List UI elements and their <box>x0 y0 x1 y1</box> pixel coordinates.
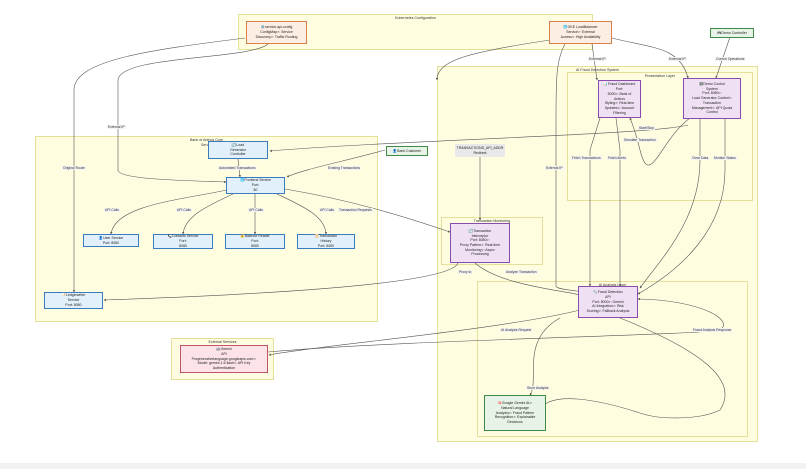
edge-label-ai-analysis-request: AI Analysis Request <box>500 328 533 333</box>
cluster-transaction-monitoring-title: Transaction Monitoring <box>473 219 511 223</box>
edge-fraud-gemini <box>268 309 581 356</box>
node-ledgerwriter: 📝Ledgerwriter Service Port: 8080 <box>44 292 103 309</box>
node-gemini-api: 🤖Gemini API Progenerativelanguage.google… <box>180 345 268 373</box>
node-frontend-service: 🌐Frontend Service Port: 80 <box>226 177 285 194</box>
edge-lb-democontrol <box>611 37 689 79</box>
edge-simulate <box>629 117 691 166</box>
edge-frontend-history <box>274 192 328 235</box>
edge-label-external-ip: External IP <box>668 57 687 62</box>
edge-label-external-ip: External IP <box>588 57 607 62</box>
bottom-strip <box>0 463 806 469</box>
edge-label-fetch-alerts: Fetch Alerts <box>607 156 627 161</box>
node-bank-customer: 👤Bank Customer <box>386 146 428 156</box>
edge-label-proxy-to: Proxy to <box>458 270 473 275</box>
cluster-presentation-title: Presentation Layer <box>644 74 676 78</box>
node-fraud-dashboard: 📊Fraud Dashboard Port: 5000>: Bank of An… <box>598 80 641 118</box>
edge-frontend-contacts <box>182 192 236 235</box>
edge-label-transaction-requests: Transaction Requests <box>338 208 373 213</box>
node-load-generator: 🔄Load Generator Controller <box>208 141 268 159</box>
node-transaction-interceptor-label: 🔄Transaction Interceptor Port: 8080>: Pr… <box>459 228 501 257</box>
node-google-gemini-ai: 🧠Google Gemini AI>: Natural Language Ana… <box>484 395 546 431</box>
edge-label-original-route: Original Route <box>62 166 86 171</box>
node-contacts-service: 📞Contacts Service Port: 8080 <box>153 234 213 249</box>
edge-frontend-user <box>110 189 228 235</box>
cluster-ai-analysis-title: AI Analysis Layer <box>598 283 627 287</box>
node-ledgerwriter-label: 📝Ledgerwriter Service Port: 8080 <box>61 293 86 307</box>
edge-label-clear-data: Clear Data <box>691 156 710 161</box>
edge-config-ledger <box>72 37 246 293</box>
edge-gemini-fraud <box>267 297 724 353</box>
edge-label-api-calls: API Calls <box>248 208 264 213</box>
node-gemini-api-label: 🤖Gemini API Progenerativelanguage.google… <box>191 347 257 371</box>
edge-label-external-ip: External IP <box>545 166 564 171</box>
node-gke-loadbalancer-label: 🌐GKE LoadBalancer Service>: External Acc… <box>560 25 601 39</box>
edge-label-automated-transactions: Automated Transactions <box>218 166 257 171</box>
edge-label-api-calls: API Calls <box>176 208 192 213</box>
node-transaction-history: 📜Transaction History Port: 8080 <box>297 234 355 249</box>
edge-label-simulate-transaction: Simulate Transaction <box>623 138 657 143</box>
edge-demo-clear <box>639 118 701 289</box>
edge-label-fetch-transactions: Fetch Transactions <box>571 156 602 161</box>
node-demo-controller-label: 🎮Demo Controller <box>717 30 747 35</box>
cluster-kubernetes-title: Kubernetes Configuration <box>395 16 436 20</box>
node-transaction-history-label: 📜Transaction History Port: 8080 <box>314 234 338 248</box>
edge-label-api-calls: API Calls <box>319 208 335 213</box>
edge-demo-monitor <box>637 118 726 295</box>
edge-config-frontend <box>117 43 269 184</box>
node-demo-control-system: 🎛️Demo Control System Port: 8080>: Load … <box>683 78 741 119</box>
edge-label-control-operations: Control Operations <box>715 57 746 62</box>
node-transaction-interceptor: 🔄Transaction Interceptor Port: 8080>: Pr… <box>450 223 510 263</box>
node-service-api-config-label: ⚙️service-api-config ConfigMap>: Service… <box>255 25 298 39</box>
node-user-service-label: 👤User Service Port: 8080 <box>98 235 124 245</box>
node-demo-control-system-label: 🎛️Demo Control System Port: 8080>: Load … <box>691 81 733 115</box>
edge-label-store-analysis: Store Analysis <box>526 386 550 391</box>
node-frontend-service-label: 🌐Frontend Service Port: 80 <box>239 178 271 192</box>
node-user-service: 👤User Service Port: 8080 <box>83 234 139 247</box>
edge-customer-frontend <box>286 149 386 178</box>
edge-lb-frontend <box>435 39 551 81</box>
node-redirect: TRANSACTIONS_API_ADDR Redirect <box>455 144 505 157</box>
edge-label-external-ip: External IP <box>107 125 126 130</box>
edge-dashboard-alerts <box>615 117 622 287</box>
edge-frontend-interceptor <box>284 188 451 233</box>
edge-interceptor-ledger <box>103 262 459 302</box>
edge-label-start-stop: Start/Stop <box>638 126 656 131</box>
edge-label-monitor-status: Monitor Status <box>713 156 737 161</box>
edge-lb-dashboard <box>591 43 598 81</box>
node-contacts-service-label: 📞Contacts Service Port: 8080 <box>167 234 199 248</box>
edge-interceptor-fraud <box>474 262 581 296</box>
cluster-ai-fraud-title: AI Fraud Detection System <box>576 68 619 72</box>
edge-label-analyze-transaction: Analyze Transaction <box>505 270 538 275</box>
cluster-bank-core-subtitle: Servi <box>201 143 210 147</box>
node-balance-reader: 💰Balance Reader Port: 8080 <box>225 234 285 249</box>
node-gke-loadbalancer: 🌐GKE LoadBalancer Service>: External Acc… <box>549 21 612 44</box>
node-fraud-dashboard-label: 📊Fraud Dashboard Port: 5000>: Bank of An… <box>603 82 636 115</box>
node-demo-controller: 🎮Demo Controller <box>710 28 754 38</box>
node-fraud-detection-api-label: 🔍Fraud Detection API Port: 8000>: Gemini… <box>586 290 630 314</box>
edge-store <box>539 317 726 419</box>
cluster-external-services-title: External Services <box>208 340 237 344</box>
node-google-gemini-ai-label: 🧠Google Gemini AI>: Natural Language Ana… <box>494 401 536 425</box>
edge-fraud-google <box>529 317 561 396</box>
cluster-bank-core: Bank of Anthos Core Servi <box>35 136 378 322</box>
node-load-generator-label: 🔄Load Generator Controller <box>230 142 246 157</box>
node-balance-reader-label: 💰Balance Reader Port: 8080 <box>240 234 270 248</box>
node-bank-customer-label: 👤Bank Customer <box>392 148 422 153</box>
cluster-bank-core-title: Bank of Anthos Core <box>190 138 223 142</box>
edge-label-existing-transactions: Existing Transactions <box>327 166 362 171</box>
node-redirect-label: TRANSACTIONS_API_ADDR Redirect <box>456 145 504 155</box>
edge-dashboard-fetch-tx <box>588 117 601 287</box>
edge-label-api-calls: API Calls <box>104 208 120 213</box>
edge-lb-ai <box>555 43 581 293</box>
node-fraud-detection-api: 🔍Fraud Detection API Port: 8000>: Gemini… <box>578 286 638 318</box>
node-service-api-config: ⚙️service-api-config ConfigMap>: Service… <box>246 21 307 44</box>
edge-start-stop <box>269 124 689 153</box>
edge-label-fraud-analysis-response: Fraud Analysis Response <box>692 328 733 333</box>
